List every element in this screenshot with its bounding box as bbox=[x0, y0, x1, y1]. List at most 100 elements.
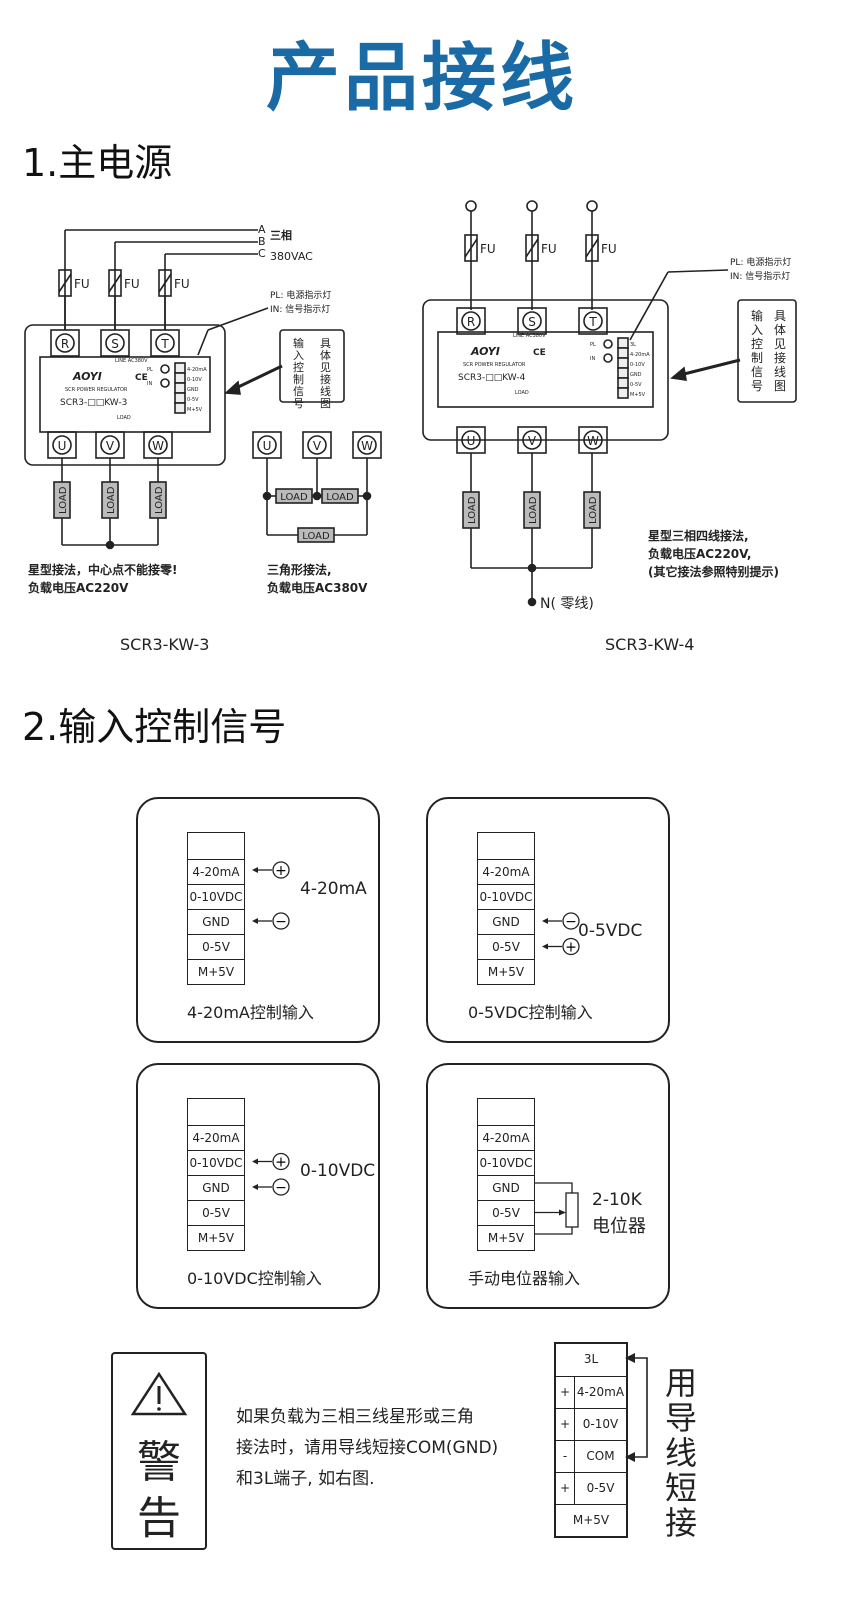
panel-caption: 0-5VDC控制输入 bbox=[468, 1003, 593, 1022]
neutral-label: N( 零线) bbox=[540, 596, 594, 612]
terminal-label: U bbox=[263, 439, 272, 453]
terminal-cell: 0-10VDC bbox=[188, 1150, 244, 1175]
terminal-circle bbox=[461, 430, 481, 450]
screw-terminal bbox=[174, 372, 186, 384]
supply-terminal bbox=[526, 200, 538, 212]
terminal-circle bbox=[307, 435, 327, 455]
warning-triangle-icon bbox=[130, 1371, 188, 1416]
brand-logo: AOYI bbox=[470, 345, 500, 358]
signal-note-char: 具 bbox=[774, 309, 786, 323]
signal-note-box bbox=[279, 329, 345, 403]
fuse-label: FU bbox=[480, 242, 496, 256]
terminal-label: U bbox=[467, 434, 476, 448]
minus-icon bbox=[272, 1178, 290, 1196]
arrow-icon bbox=[252, 1184, 258, 1190]
star-note: 星型接法，中心点不能接零! bbox=[28, 562, 177, 577]
arrow-icon bbox=[670, 366, 687, 381]
terminal-circle bbox=[55, 333, 75, 353]
fuse-icon bbox=[464, 234, 478, 262]
polarity-sign: + bbox=[556, 1409, 575, 1440]
signal-note-char: 号 bbox=[751, 379, 763, 393]
fuse-label: FU bbox=[124, 277, 140, 291]
delta-note: 负载电压AC380V bbox=[267, 580, 368, 595]
signal-note-char: 信 bbox=[751, 365, 763, 379]
in-label: IN bbox=[147, 381, 152, 387]
fuse-icon bbox=[525, 234, 539, 262]
page-title: 产品接线 bbox=[266, 35, 578, 121]
terminal-circle bbox=[100, 435, 120, 455]
signal-note-char: 线 bbox=[320, 384, 331, 398]
jumper-label: 3L bbox=[583, 1352, 599, 1366]
arrow-icon bbox=[224, 380, 241, 395]
jumper-row: -COM bbox=[556, 1440, 626, 1472]
supply-terminal bbox=[465, 200, 477, 212]
svg-text:+: + bbox=[275, 863, 287, 879]
warning-box: 警 告 bbox=[111, 1352, 207, 1550]
terminal-cell: 0-10VDC bbox=[478, 884, 534, 909]
screw-terminal bbox=[617, 377, 629, 389]
fuse-icon bbox=[585, 234, 599, 262]
load-label: LOAD bbox=[280, 492, 308, 503]
jumper-row: +0-10V bbox=[556, 1408, 626, 1440]
svg-text:−: − bbox=[275, 914, 287, 930]
terminal-label: S bbox=[528, 315, 536, 329]
junction-dot bbox=[312, 491, 322, 501]
terminal bbox=[50, 329, 80, 357]
terminal-cell: 0-10VDC bbox=[188, 884, 244, 909]
jumper-note: 用导线短接 bbox=[664, 1364, 697, 1542]
screw-terminal bbox=[174, 362, 186, 374]
junction-dot bbox=[527, 563, 537, 573]
signal-note-char: 制 bbox=[293, 373, 304, 386]
warning-label-1: 警 bbox=[137, 1437, 181, 1488]
terminal-pin-label: M+5V bbox=[630, 392, 646, 398]
load-resistor bbox=[149, 481, 167, 519]
load-label: LOAD bbox=[588, 496, 599, 524]
terminal-cell: M+5V bbox=[478, 959, 534, 984]
ce-mark: CE bbox=[533, 348, 546, 358]
terminal-circle bbox=[105, 333, 125, 353]
terminal-cell: 0-5V bbox=[188, 934, 244, 959]
line-label: LINE AC380V bbox=[115, 358, 148, 364]
wiring: +− bbox=[252, 861, 290, 930]
svg-text:+: + bbox=[275, 1155, 287, 1171]
jumper-row: 3L bbox=[556, 1344, 626, 1376]
pl-label: PL bbox=[590, 342, 596, 348]
terminal-circle bbox=[522, 311, 542, 331]
terminal-label: V bbox=[106, 439, 115, 453]
terminal bbox=[517, 307, 547, 335]
signal-note-char: 控 bbox=[751, 337, 763, 351]
signal-note-char: 信 bbox=[293, 385, 304, 398]
warning-label-2: 告 bbox=[137, 1493, 181, 1544]
load-resistor bbox=[101, 481, 119, 519]
device-model: SCR3-□□KW-4 bbox=[458, 373, 526, 383]
jumper-label: 4-20mA bbox=[576, 1385, 625, 1399]
in-led bbox=[160, 378, 170, 388]
load-label: LOAD bbox=[528, 496, 539, 524]
brand-logo: AOYI bbox=[72, 370, 102, 383]
terminal-circle bbox=[522, 430, 542, 450]
terminal-cell: M+5V bbox=[188, 959, 244, 984]
load-tag: LOAD bbox=[515, 390, 529, 396]
plus-icon bbox=[272, 1152, 290, 1171]
terminal-cell: GND bbox=[188, 1175, 244, 1200]
jumper-row: +0-5V bbox=[556, 1472, 626, 1504]
screw-terminal bbox=[174, 402, 186, 414]
arrow-icon bbox=[252, 867, 258, 873]
star4-note: (其它接法参照特别提示) bbox=[648, 564, 779, 579]
terminal-pin-label: 0-10V bbox=[630, 362, 645, 368]
terminal-pin-label: 0-5V bbox=[630, 382, 642, 388]
warning-text-line: 如果负载为三相三线星形或三角 bbox=[236, 1407, 474, 1427]
fuse-label: FU bbox=[74, 277, 90, 291]
minus-icon bbox=[272, 912, 290, 930]
terminal-cell: 0-5V bbox=[478, 934, 534, 959]
terminal-cell: GND bbox=[478, 909, 534, 934]
terminal-label: R bbox=[61, 337, 69, 351]
signal-note-char: 号 bbox=[293, 397, 304, 410]
terminal-label: W bbox=[152, 439, 164, 453]
signal-note-char: 图 bbox=[320, 397, 331, 410]
terminal-cell: M+5V bbox=[478, 1225, 534, 1250]
terminal-label: R bbox=[467, 315, 475, 329]
arrow-icon bbox=[252, 1158, 258, 1165]
